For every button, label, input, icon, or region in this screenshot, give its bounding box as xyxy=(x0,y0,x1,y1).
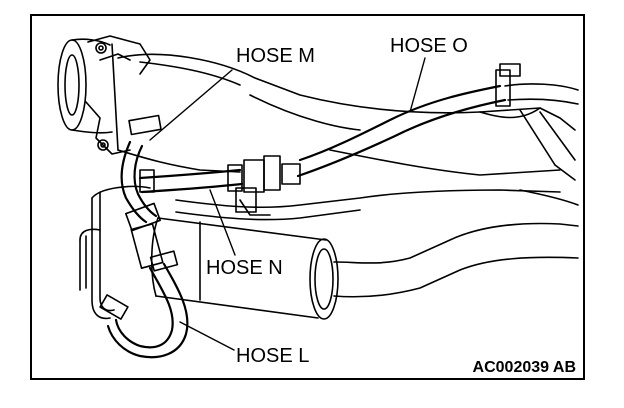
diagram-frame xyxy=(30,14,585,380)
label-hose-o: HOSE O xyxy=(390,35,468,57)
frame-tubes xyxy=(79,185,561,320)
label-hose-m: HOSE M xyxy=(236,45,315,67)
reference-code: AC002039 AB xyxy=(473,359,576,376)
hose-o-path xyxy=(296,83,579,178)
leader-hose-l xyxy=(179,321,235,351)
label-hose-n: HOSE N xyxy=(206,257,283,279)
hose-m-path xyxy=(120,140,158,224)
hose-clamps xyxy=(99,63,521,320)
leader-hose-m xyxy=(149,69,233,141)
leader-hose-n xyxy=(209,189,236,256)
label-hose-l: HOSE L xyxy=(236,345,309,367)
leader-hose-o xyxy=(409,57,426,113)
leader-lines xyxy=(149,57,426,351)
hose-l-path xyxy=(106,262,189,359)
flanged-inlet xyxy=(57,35,151,155)
